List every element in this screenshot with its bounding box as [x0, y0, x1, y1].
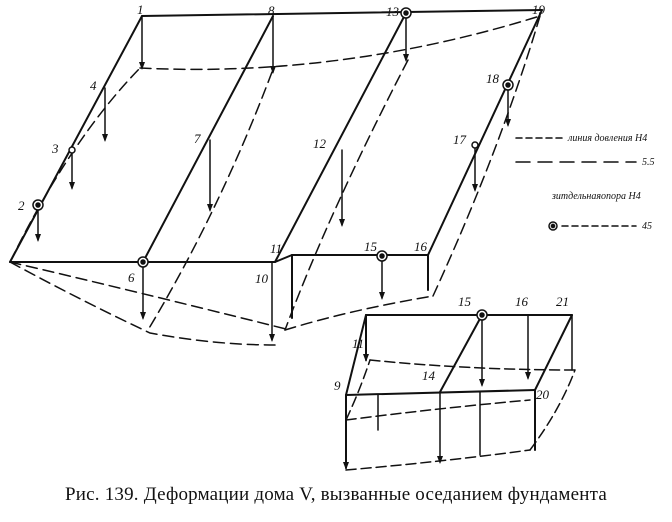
detail-label-21: 21	[556, 294, 569, 309]
node-label-12: 12	[313, 136, 327, 151]
node-label-3: 3	[51, 141, 59, 156]
legend-label-3: зитдельнаяопора Н4	[551, 191, 641, 202]
node-label-17: 17	[453, 132, 467, 147]
node-label-6: 6	[128, 270, 135, 285]
detail-settlement-arrows	[365, 314, 573, 463]
node-label-15: 15	[364, 239, 378, 254]
detail-arrowheads	[343, 354, 531, 470]
detail-support-marker	[476, 309, 488, 321]
deformation-diagram: 1 4 3 2 6 8 7 10 11 12 13 15 16 17 18 19…	[9, 2, 655, 471]
node-label-16: 16	[414, 239, 428, 254]
detail-label-11: 11	[352, 336, 364, 351]
node-label-13: 13	[386, 4, 400, 19]
node-label-11: 11	[270, 241, 282, 256]
detail-label-20: 20	[536, 387, 550, 402]
detail-label-14: 14	[422, 368, 436, 383]
main-arrowheads	[35, 54, 511, 342]
node-label-8: 8	[268, 3, 275, 18]
main-frame	[9, 9, 543, 319]
detail-label-15: 15	[458, 294, 472, 309]
detail-label-16: 16	[515, 294, 529, 309]
node-label-2: 2	[18, 198, 25, 213]
node-label-10: 10	[255, 271, 269, 286]
node-label-7: 7	[194, 131, 201, 146]
node-label-4: 4	[90, 78, 97, 93]
figure-caption: Рис. 139. Деформации дома V, вызванные о…	[65, 484, 607, 505]
detail-label-9: 9	[334, 378, 341, 393]
main-settlement-arrows	[37, 12, 509, 341]
legend-labels: линия довления Н4 5.5 зитдельнаяопора Н4…	[551, 133, 655, 232]
legend-label-2: 5.5	[642, 157, 655, 168]
detail-frame	[345, 314, 573, 469]
legend	[515, 137, 637, 231]
node-label-19: 19	[532, 2, 546, 17]
node-labels: 1 4 3 2 6 8 7 10 11 12 13 15 16 17 18 19…	[18, 2, 569, 402]
node-label-18: 18	[486, 71, 500, 86]
diagram-svg: 1 4 3 2 6 8 7 10 11 12 13 15 16 17 18 19…	[9, 2, 655, 471]
node-label-1: 1	[137, 2, 144, 17]
legend-label-1: линия довления Н4	[567, 133, 647, 144]
main-support-markers	[32, 7, 514, 268]
legend-label-4: 45	[642, 221, 652, 232]
main-deformed-outline	[9, 15, 541, 346]
